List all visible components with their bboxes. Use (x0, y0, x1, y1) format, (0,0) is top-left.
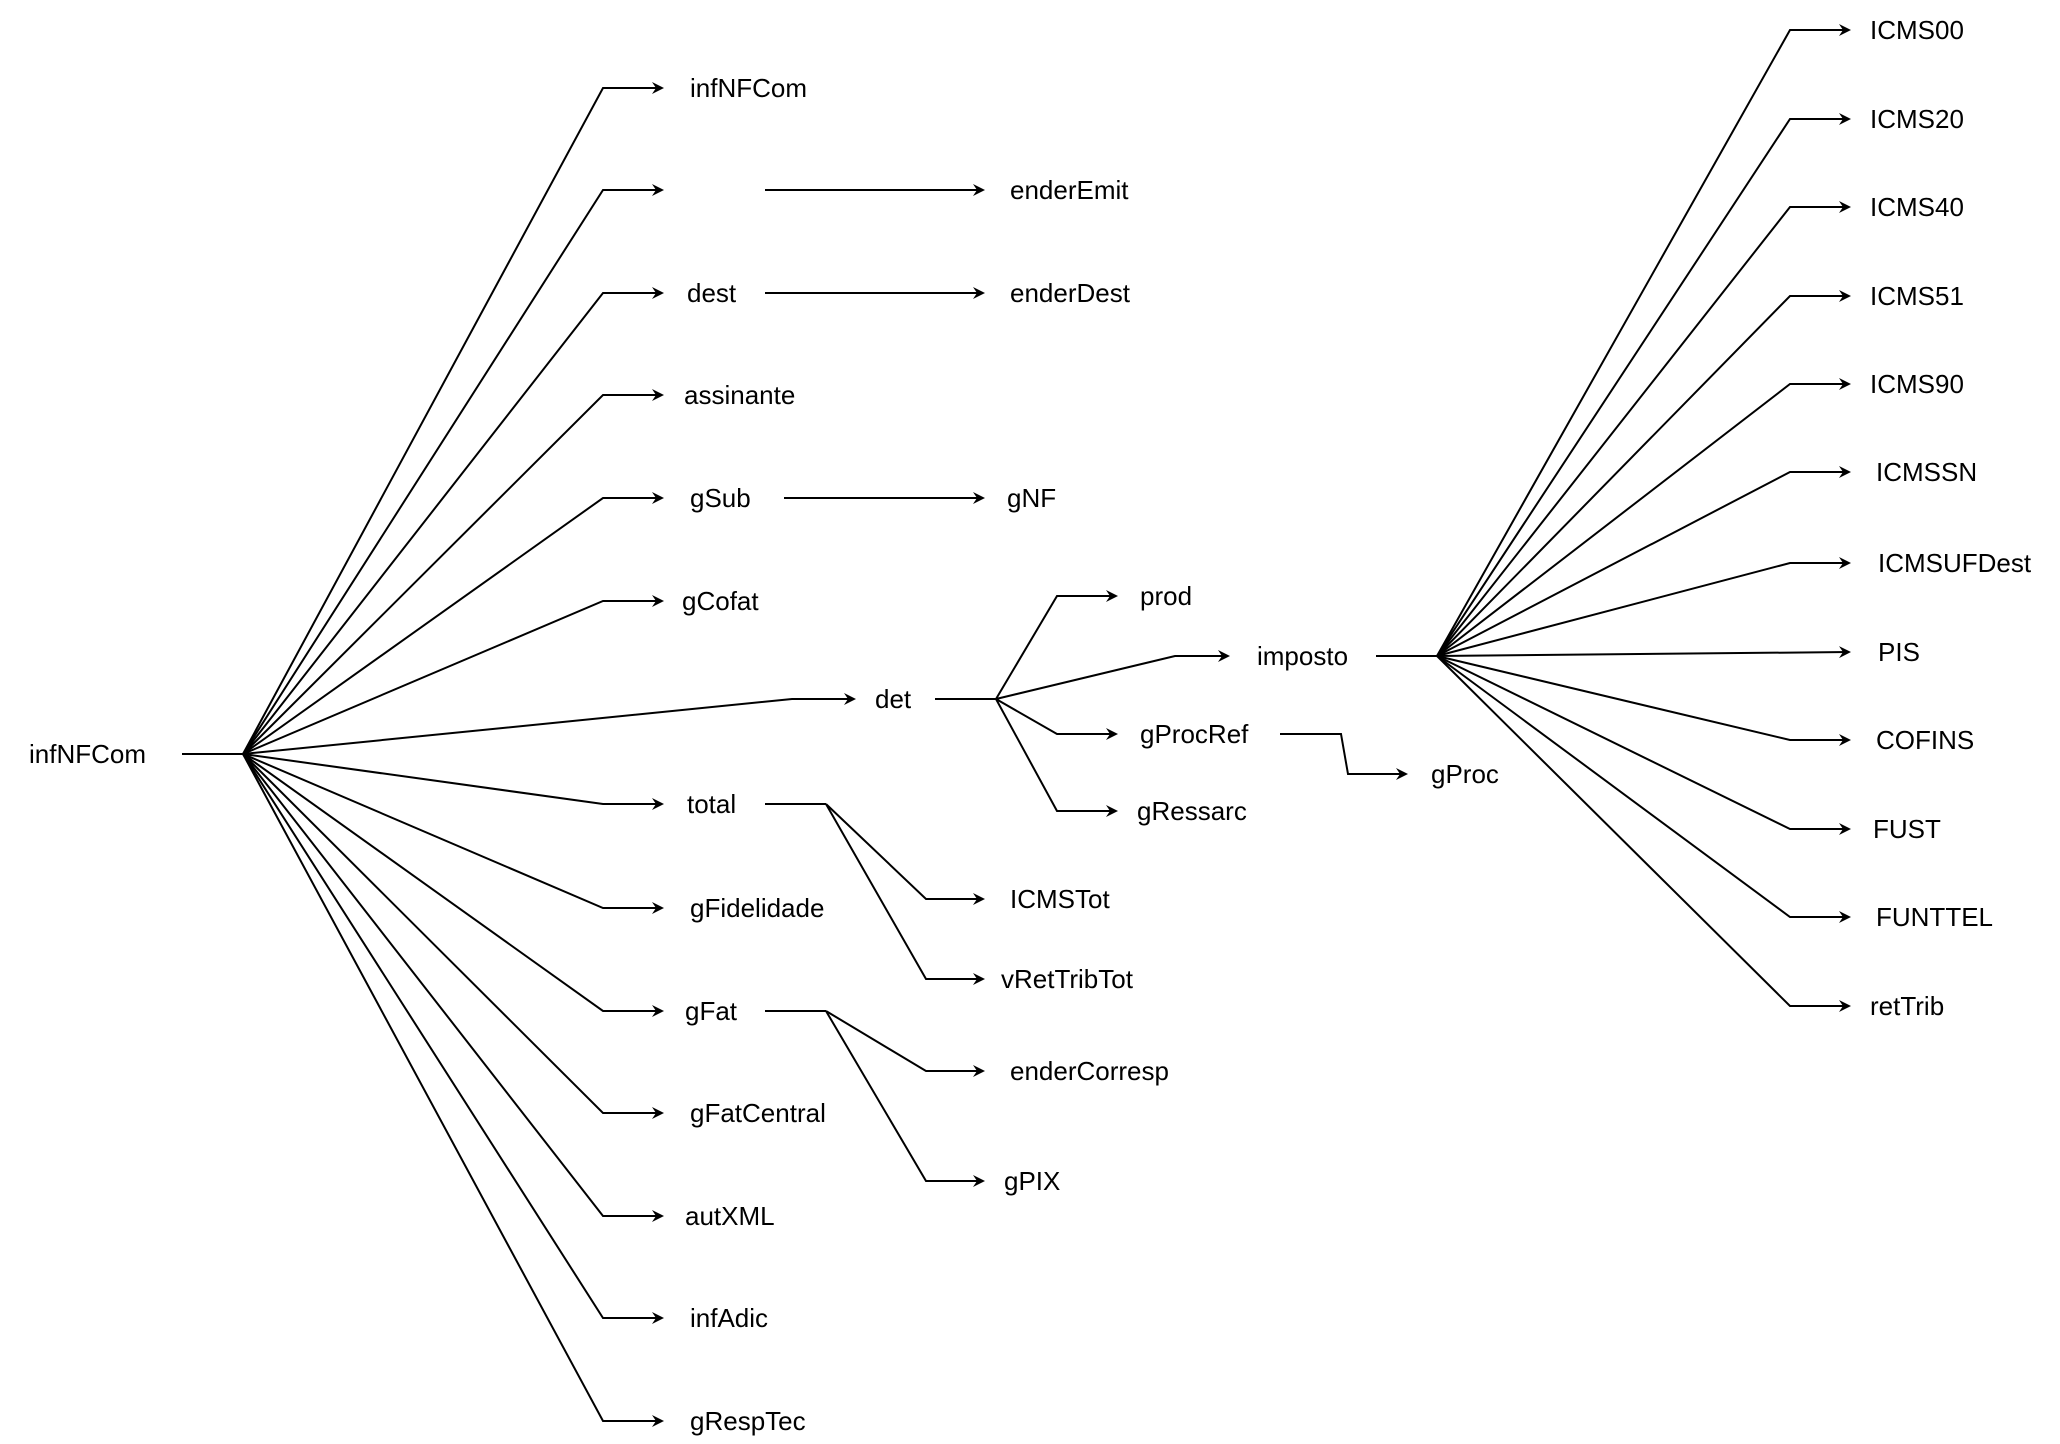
node-infAdic[interactable]: infAdic (690, 1303, 769, 1333)
edge-total-ICMSTot (825, 803, 985, 905)
edge-root-gFat (242, 753, 664, 1017)
edge-imposto-ICMS90 (1436, 378, 1851, 657)
edge-imposto-ICMS40 (1436, 201, 1851, 657)
node-gRespTec[interactable]: gRespTec (690, 1406, 806, 1436)
node-gProcRef[interactable]: gProcRef (1140, 719, 1249, 749)
edge-root-gRespTec (242, 753, 664, 1427)
node-ICMS40[interactable]: ICMS40 (1870, 192, 1964, 222)
edge-imposto-ICMS51 (1436, 290, 1851, 657)
node-ICMS00[interactable]: ICMS00 (1870, 15, 1964, 45)
node-retTrib[interactable]: retTrib (1870, 991, 1945, 1021)
edge-root-dest (242, 287, 664, 755)
node-gRessarc[interactable]: gRessarc (1137, 796, 1247, 826)
edge-imposto-ICMSUFDest (1436, 557, 1851, 657)
edge-gFat-enderCorresp (825, 1010, 985, 1077)
edge-root-infAdic (242, 753, 664, 1324)
node-root-infNFCom[interactable]: infNFCom (29, 739, 147, 769)
edge-imposto-FUST (1436, 655, 1851, 835)
edge-imposto-ICMS20 (1436, 113, 1851, 657)
edge-root-total (242, 753, 664, 810)
node-enderEmit[interactable]: enderEmit (1010, 175, 1129, 205)
node-gCofat[interactable]: gCofat (682, 586, 759, 616)
edge-imposto-COFINS (1436, 655, 1851, 746)
edge-root-gCofat (242, 595, 664, 755)
node-ICMSTot[interactable]: ICMSTot (1010, 884, 1110, 914)
edge-det-gRessarc (995, 698, 1118, 817)
node-assinante[interactable]: assinante (684, 380, 796, 410)
node-gFat[interactable]: gFat (685, 996, 738, 1026)
edge-root-infNFCom_child (242, 82, 664, 755)
edge-imposto-retTrib (1436, 655, 1851, 1012)
node-enderDest[interactable]: enderDest (1010, 278, 1130, 308)
edge-imposto-PIS (1436, 646, 1851, 659)
node-FUST[interactable]: FUST (1873, 814, 1941, 844)
node-imposto[interactable]: imposto (1257, 641, 1349, 671)
edge-root-autXML (242, 753, 664, 1222)
edge-imposto-ICMS00 (1436, 24, 1851, 657)
edge-det-prod (995, 590, 1118, 700)
node-autXML[interactable]: autXML (685, 1201, 775, 1231)
node-vRetTribTot[interactable]: vRetTribTot (1001, 964, 1133, 994)
node-gFatCentral[interactable]: gFatCentral (690, 1098, 826, 1128)
edge-gProcRef-gProc (1280, 733, 1408, 780)
edge-root-gSub (242, 492, 664, 755)
node-gNF[interactable]: gNF (1007, 483, 1057, 513)
edge-total-vRetTribTot (825, 803, 985, 985)
edge-det-gProcRef (995, 698, 1118, 740)
edge-root-gFidelidade (242, 753, 664, 914)
node-gProc[interactable]: gProc (1431, 759, 1499, 789)
node-ICMS51[interactable]: ICMS51 (1870, 281, 1964, 311)
edge-imposto-ICMSSN (1436, 466, 1851, 657)
node-infNFCom_child[interactable]: infNFCom (690, 73, 808, 103)
node-det[interactable]: det (875, 684, 912, 714)
node-COFINS[interactable]: COFINS (1876, 725, 1975, 755)
node-gSub[interactable]: gSub (690, 483, 751, 513)
node-ICMS90[interactable]: ICMS90 (1870, 369, 1964, 399)
node-gPIX[interactable]: gPIX (1004, 1166, 1061, 1196)
edge-det-imposto (995, 650, 1230, 700)
edge-gFat-gPIX (825, 1010, 985, 1187)
edge-root-assinante (242, 389, 664, 755)
node-enderCorresp[interactable]: enderCorresp (1010, 1056, 1169, 1086)
edge-imposto-FUNTTEL (1436, 655, 1851, 923)
node-FUNTTEL[interactable]: FUNTTEL (1876, 902, 1993, 932)
edge-root-det (242, 693, 856, 755)
node-ICMSSN[interactable]: ICMSSN (1876, 457, 1978, 487)
node-PIS[interactable]: PIS (1878, 637, 1920, 667)
node-ICMS20[interactable]: ICMS20 (1870, 104, 1964, 134)
node-ICMSUFDest[interactable]: ICMSUFDest (1878, 548, 2032, 578)
node-gFidelidade[interactable]: gFidelidade (690, 893, 825, 923)
node-prod[interactable]: prod (1140, 581, 1193, 611)
edge-root-emit (242, 184, 664, 755)
node-dest[interactable]: dest (687, 278, 737, 308)
node-total[interactable]: total (687, 789, 737, 819)
edge-root-gFatCentral (242, 753, 664, 1119)
